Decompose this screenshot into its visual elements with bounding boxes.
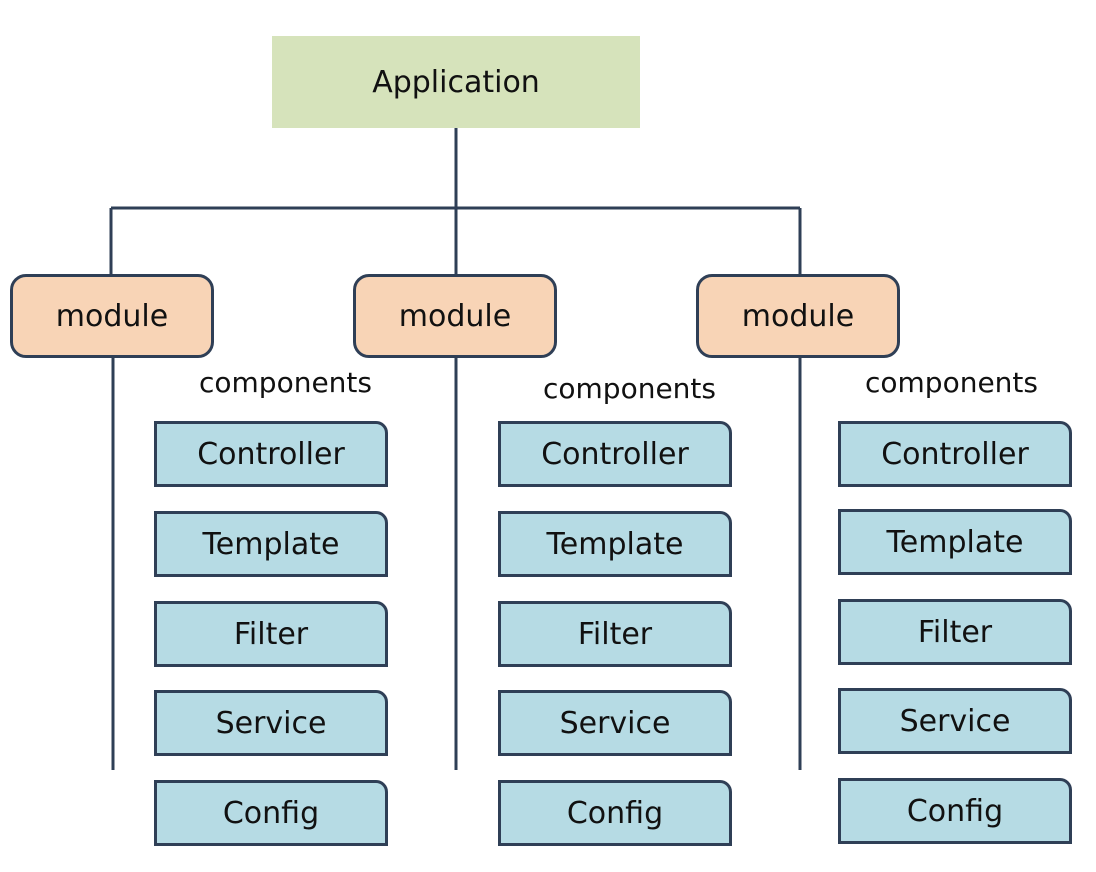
component-box-service: Service bbox=[498, 690, 732, 756]
components-label-2: components bbox=[543, 372, 716, 405]
component-box-config: Config bbox=[154, 780, 388, 846]
component-box-filter: Filter bbox=[838, 599, 1072, 665]
application-box: Application bbox=[272, 36, 640, 128]
component-box-template: Template bbox=[838, 509, 1072, 575]
component-box-controller: Controller bbox=[498, 421, 732, 487]
component-box-config: Config bbox=[838, 778, 1072, 844]
component-box-config: Config bbox=[498, 780, 732, 846]
application-label: Application bbox=[372, 64, 540, 100]
module-box-2: module bbox=[353, 274, 557, 358]
module-box-1: module bbox=[10, 274, 214, 358]
component-box-controller: Controller bbox=[154, 421, 388, 487]
component-box-template: Template bbox=[154, 511, 388, 577]
components-label-1: components bbox=[199, 366, 372, 399]
module-label: module bbox=[55, 298, 169, 334]
component-box-filter: Filter bbox=[154, 601, 388, 667]
component-box-service: Service bbox=[154, 690, 388, 756]
module-label: module bbox=[398, 298, 512, 334]
components-label-3: components bbox=[865, 366, 1038, 399]
component-box-template: Template bbox=[498, 511, 732, 577]
module-box-3: module bbox=[696, 274, 900, 358]
component-box-service: Service bbox=[838, 688, 1072, 754]
component-box-filter: Filter bbox=[498, 601, 732, 667]
module-label: module bbox=[741, 298, 855, 334]
component-box-controller: Controller bbox=[838, 421, 1072, 487]
